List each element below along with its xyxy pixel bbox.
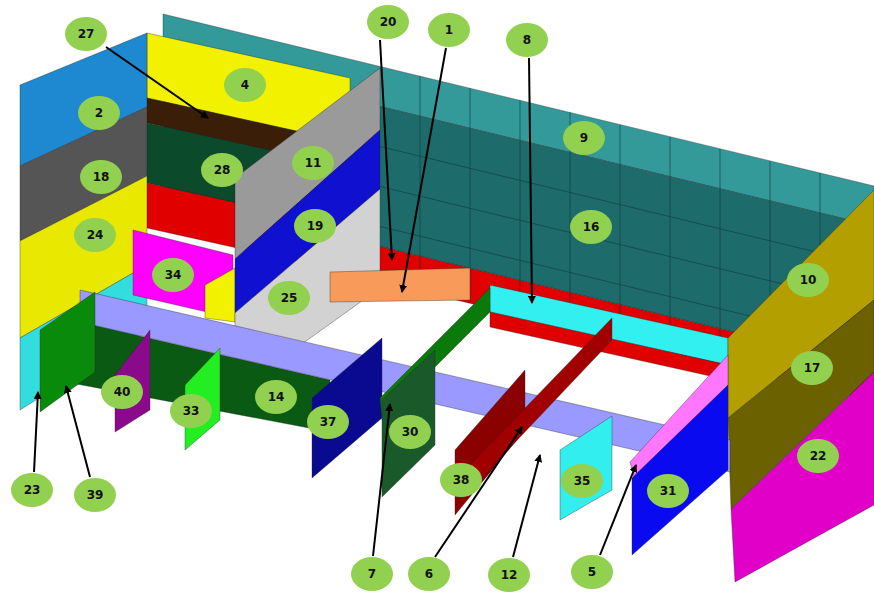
callout-number: 31 bbox=[647, 474, 689, 508]
back-wall bbox=[720, 149, 721, 364]
leader-arrow bbox=[402, 48, 446, 292]
callout-text: 30 bbox=[402, 425, 419, 439]
callout-text: 5 bbox=[588, 565, 596, 579]
callout-number: 23 bbox=[11, 473, 53, 507]
callout-text: 10 bbox=[800, 273, 817, 287]
callout-number: 35 bbox=[561, 464, 603, 498]
callout-text: 27 bbox=[78, 27, 95, 41]
leader-arrow bbox=[380, 40, 392, 260]
leader-arrow bbox=[600, 465, 636, 555]
callout-text: 8 bbox=[523, 33, 531, 47]
callout-number: 30 bbox=[389, 415, 431, 449]
callout-number: 37 bbox=[307, 405, 349, 439]
back-wall bbox=[520, 100, 521, 315]
back-wall bbox=[620, 125, 621, 340]
callout-text: 33 bbox=[183, 404, 200, 418]
callout-number: 11 bbox=[292, 146, 334, 180]
leader-arrow bbox=[66, 386, 90, 477]
callout-text: 37 bbox=[320, 415, 337, 429]
callout-text: 35 bbox=[574, 474, 591, 488]
callout-text: 17 bbox=[804, 361, 821, 375]
callout-number: 5 bbox=[571, 555, 613, 589]
callout-number: 2 bbox=[78, 96, 120, 130]
callout-number: 39 bbox=[74, 478, 116, 512]
front-panels bbox=[632, 385, 728, 555]
callout-number: 4 bbox=[224, 68, 266, 102]
callout-text: 39 bbox=[87, 488, 104, 502]
leader-arrow bbox=[529, 58, 532, 303]
callout-text: 9 bbox=[580, 131, 588, 145]
callout-text: 20 bbox=[380, 15, 397, 29]
callout-number: 8 bbox=[506, 23, 548, 57]
callout-text: 19 bbox=[307, 219, 324, 233]
callout-text: 7 bbox=[368, 567, 376, 581]
callout-text: 24 bbox=[87, 228, 104, 242]
callout-text: 28 bbox=[214, 163, 231, 177]
callout-number: 19 bbox=[294, 209, 336, 243]
callout-text: 23 bbox=[24, 483, 41, 497]
back-wall bbox=[420, 76, 421, 291]
back-wall bbox=[670, 137, 671, 352]
right-wall bbox=[731, 372, 874, 582]
callout-text: 40 bbox=[114, 385, 131, 399]
callout-number: 20 bbox=[367, 5, 409, 39]
callout-number: 6 bbox=[408, 557, 450, 591]
right-wall bbox=[728, 190, 874, 582]
callout-number: 1 bbox=[428, 13, 470, 47]
callout-number: 9 bbox=[563, 121, 605, 155]
magenta-box bbox=[205, 268, 235, 322]
callout-number: 10 bbox=[787, 263, 829, 297]
callout-text: 4 bbox=[241, 78, 249, 92]
front-panels bbox=[382, 350, 435, 497]
leader-arrow bbox=[34, 392, 38, 472]
leader-arrow bbox=[34, 40, 636, 557]
callout-text: 2 bbox=[95, 106, 103, 120]
callout-text: 34 bbox=[165, 268, 182, 282]
callout-number: 25 bbox=[268, 281, 310, 315]
leader-arrow bbox=[106, 47, 208, 118]
callout-number: 17 bbox=[791, 351, 833, 385]
front-panels bbox=[40, 288, 730, 555]
callout-text: 12 bbox=[501, 568, 518, 582]
callout-number: 28 bbox=[201, 153, 243, 187]
leader-arrow bbox=[373, 404, 390, 556]
callout-number: 24 bbox=[74, 218, 116, 252]
leader-arrow bbox=[513, 455, 540, 557]
callout-text: 11 bbox=[305, 156, 322, 170]
callout-number: 18 bbox=[80, 160, 122, 194]
callout-text: 14 bbox=[268, 390, 285, 404]
leader-arrow bbox=[435, 427, 522, 557]
callout-number: 33 bbox=[170, 394, 212, 428]
callout-text: 38 bbox=[453, 473, 470, 487]
callout-text: 22 bbox=[810, 449, 827, 463]
callout-text: 16 bbox=[583, 220, 600, 234]
callout-number: 16 bbox=[570, 210, 612, 244]
callout-number: 38 bbox=[440, 463, 482, 497]
callout-number: 12 bbox=[488, 558, 530, 592]
callout-text: 6 bbox=[425, 567, 433, 581]
callout-text: 18 bbox=[93, 170, 110, 184]
callout-number: 7 bbox=[351, 557, 393, 591]
callout-number: 40 bbox=[101, 375, 143, 409]
front-panels bbox=[560, 416, 612, 520]
callout-number: 27 bbox=[65, 17, 107, 51]
callout-text: 25 bbox=[281, 291, 298, 305]
callout-text: 1 bbox=[445, 23, 453, 37]
floor-blocks bbox=[330, 268, 470, 302]
callout-number: 22 bbox=[797, 439, 839, 473]
callout-text: 31 bbox=[660, 484, 677, 498]
callout-number: 34 bbox=[152, 258, 194, 292]
callout-number: 14 bbox=[255, 380, 297, 414]
